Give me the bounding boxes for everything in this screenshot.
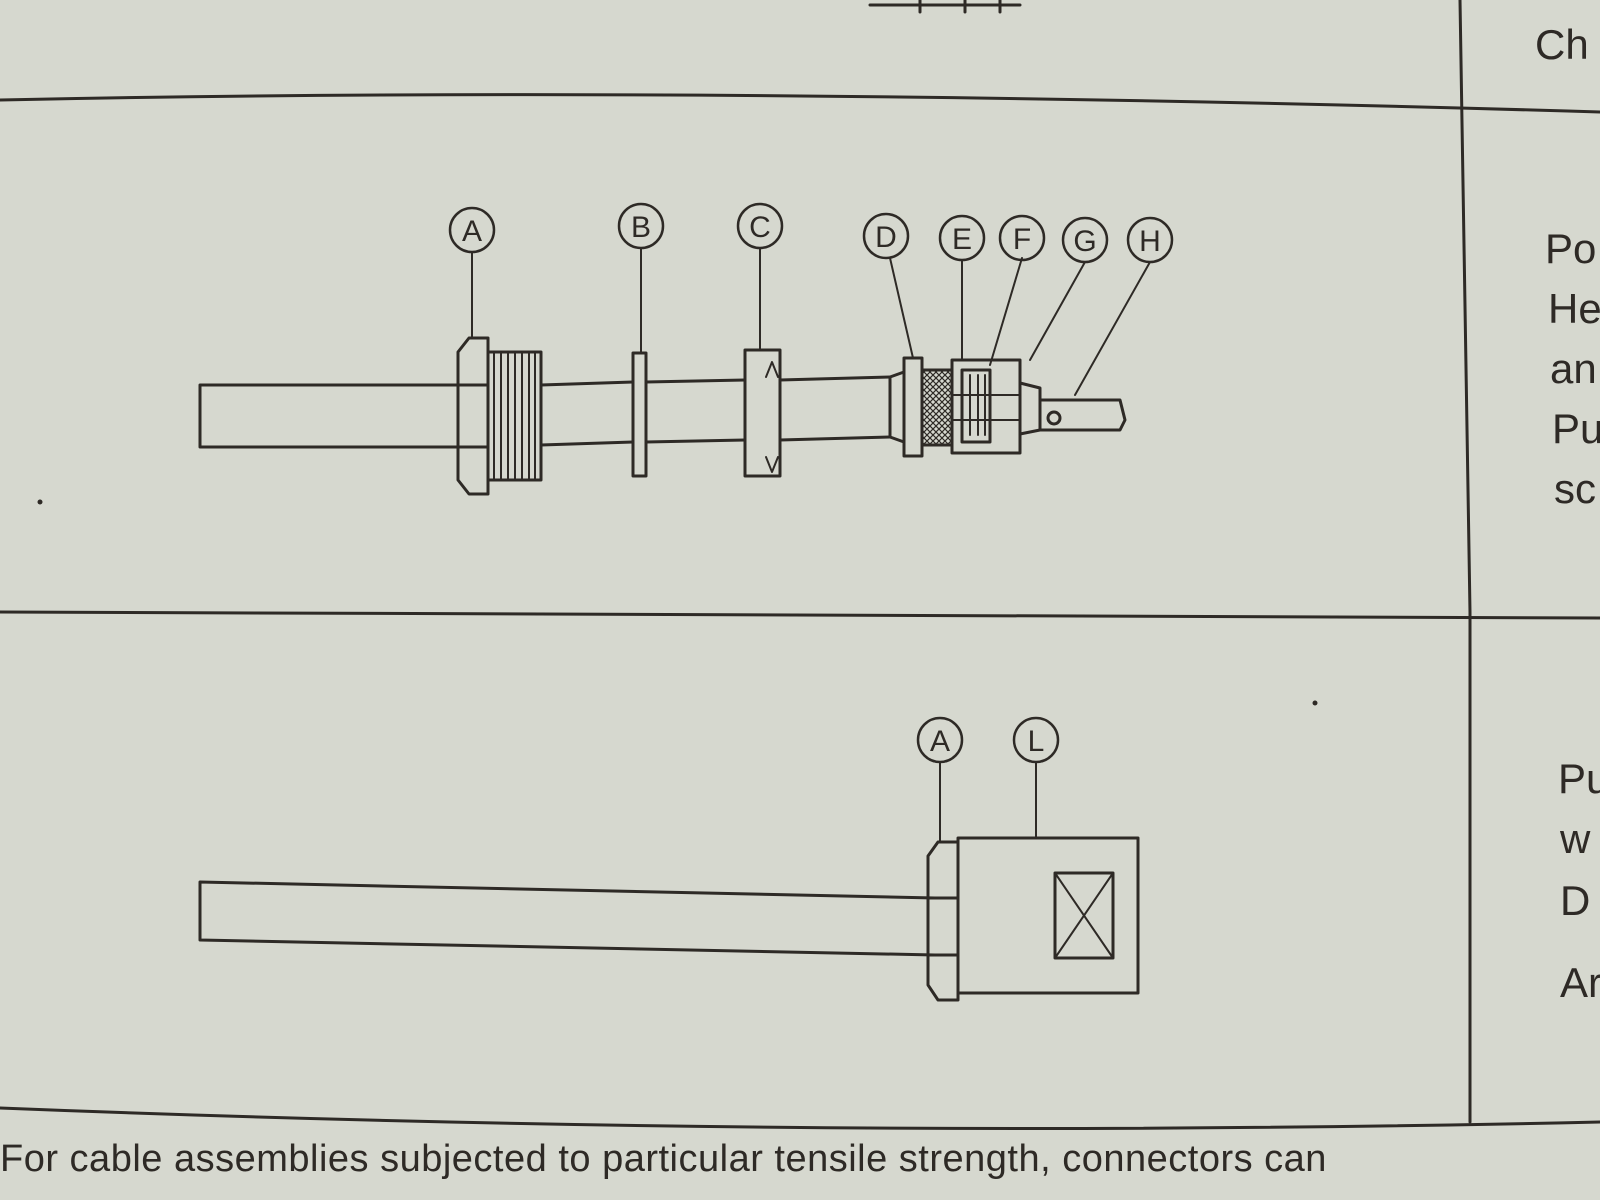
- callout-circle-a: [916, 716, 964, 764]
- leader-f: [989, 257, 1023, 366]
- assembled-body-l: [956, 836, 1140, 995]
- footer-text: For cable assemblies subjected to partic…: [0, 1140, 1327, 1180]
- leader-d: [889, 257, 914, 359]
- callout-label-a: A: [930, 725, 950, 758]
- callout-circle-g: [1061, 216, 1109, 264]
- assembled-nut: [926, 840, 960, 1002]
- part-e-knurl: [920, 368, 954, 447]
- cable-long: [198, 880, 937, 957]
- leader-h: [1074, 261, 1151, 396]
- leader-g: [1029, 261, 1086, 361]
- exploded-connector: [198, 247, 1151, 496]
- part-d-cone: [888, 356, 924, 458]
- right-column-text: w: [1560, 815, 1591, 862]
- callout-label-f: F: [1013, 223, 1031, 256]
- right-column-text: Ar: [1560, 959, 1600, 1006]
- callout-circle-c: [736, 202, 784, 250]
- callout-label-b: B: [631, 211, 651, 244]
- table-rule-middle: [0, 610, 1600, 620]
- part-f-body: [950, 358, 1022, 455]
- callout-label-c: C: [749, 211, 771, 244]
- right-column-text: Po: [1545, 225, 1597, 272]
- callout-circle-a: [448, 206, 496, 254]
- paper-speck: [37, 499, 43, 505]
- paper-speck: [1312, 700, 1318, 706]
- callout-label-a: A: [462, 215, 482, 248]
- cable-mid-1: [539, 380, 635, 447]
- callout-label-h: H: [1139, 225, 1161, 258]
- callout-label-l: L: [1028, 725, 1045, 758]
- callout-circle-e: [938, 214, 986, 262]
- callout-circle-f: [998, 214, 1046, 262]
- part-c-sleeve: [743, 348, 782, 478]
- right-column-text: He: [1548, 285, 1600, 332]
- table-column-divider: [1458, 0, 1472, 1124]
- part-a-nut: [456, 336, 543, 496]
- right-column-text: an: [1550, 345, 1597, 392]
- cable-mid-3: [778, 375, 892, 442]
- table-rule-top: [0, 93, 1600, 114]
- callout-label-g: G: [1073, 225, 1096, 258]
- part-h-tail: [1038, 398, 1127, 432]
- right-column-text: Pu: [1558, 755, 1600, 802]
- callout-circle-h: [1126, 216, 1174, 264]
- part-b-washer: [631, 351, 648, 478]
- right-column-text: sc: [1554, 465, 1596, 512]
- callout-label-e: E: [952, 223, 972, 256]
- cable-left: [198, 383, 460, 449]
- callout-circle-l: [1012, 716, 1060, 764]
- table-rule-bottom: [0, 1106, 1600, 1130]
- part-g-coupling: [1018, 381, 1042, 436]
- right-column-text: Pu: [1552, 405, 1600, 452]
- right-column-text: D: [1560, 877, 1591, 924]
- callout-circle-d: [862, 212, 910, 260]
- cable-mid-2: [644, 378, 747, 444]
- callout-label-d: D: [875, 221, 897, 254]
- assembled-connector: [198, 761, 1140, 1002]
- upper-diagram-fragment: [868, 0, 1022, 14]
- right-column-text: Ch: [1535, 21, 1589, 68]
- callout-circle-b: [617, 202, 665, 250]
